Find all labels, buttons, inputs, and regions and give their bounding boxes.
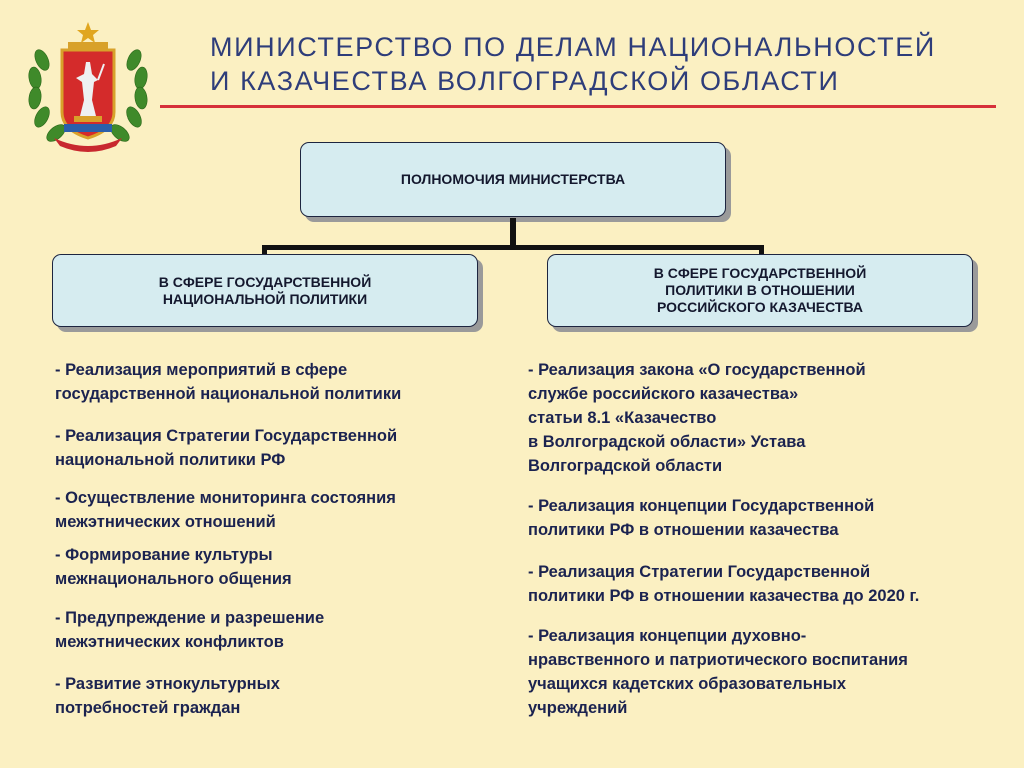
connector-left-drop [262, 245, 267, 255]
list-item: - Формирование культуры межнационального… [55, 546, 292, 588]
title-line-2: И КАЗАЧЕСТВА ВОЛГОГРАДСКОЙ ОБЛАСТИ [210, 66, 840, 96]
connector-right-drop [759, 245, 764, 255]
volgograd-region-emblem [24, 20, 152, 154]
list-item: - Развитие этнокультурных потребностей г… [55, 675, 280, 717]
root-box-ministry-powers: ПОЛНОМОЧИЯ МИНИСТЕРСТВА [300, 142, 726, 217]
list-item: - Предупреждение и разрешение межэтничес… [55, 609, 325, 651]
branch-box-cossack-policy: В СФЕРЕ ГОСУДАРСТВЕННОЙ ПОЛИТИКИ В ОТНОШ… [547, 254, 973, 327]
connector-vertical-top [510, 218, 516, 248]
right-branch-label: В СФЕРЕ ГОСУДАРСТВЕННОЙ ПОЛИТИКИ В ОТНОШ… [653, 265, 867, 315]
list-item: - Реализация Стратегии Государственной п… [528, 563, 920, 605]
title-underline [160, 105, 996, 108]
left-branch-label: В СФЕРЕ ГОСУДАРСТВЕННОЙ НАЦИОНАЛЬНОЙ ПОЛ… [158, 273, 372, 307]
list-item: - Реализация концепции духовно- нравстве… [528, 627, 908, 717]
root-box-label: ПОЛНОМОЧИЯ МИНИСТЕРСТВА [400, 171, 626, 187]
list-item: - Реализация мероприятий в сфере государ… [55, 361, 402, 403]
list-item: - Реализация закона «О государственной с… [528, 361, 866, 475]
list-item: - Реализация концепции Государственной п… [528, 497, 875, 539]
title-line-1: МИНИСТЕРСТВО ПО ДЕЛАМ НАЦИОНАЛЬНОСТЕЙ [210, 32, 936, 62]
connector-horizontal [262, 245, 764, 250]
branch-box-national-policy: В СФЕРЕ ГОСУДАРСТВЕННОЙ НАЦИОНАЛЬНОЙ ПОЛ… [52, 254, 478, 327]
list-item: - Осуществление мониторинга состояния ме… [55, 489, 396, 531]
list-item: - Реализация Стратегии Государственной н… [55, 427, 398, 469]
ministry-title: МИНИСТЕРСТВО ПО ДЕЛАМ НАЦИОНАЛЬНОСТЕЙ И … [210, 30, 936, 98]
